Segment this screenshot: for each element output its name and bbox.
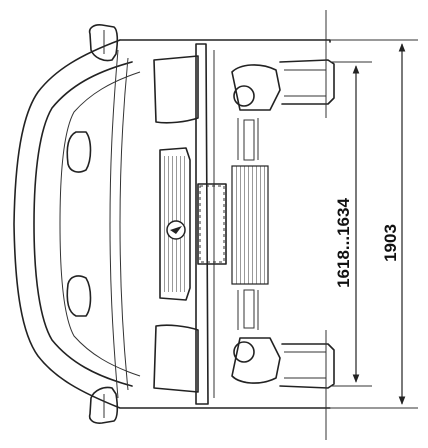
fog-lamp-top <box>233 85 255 107</box>
front-bumper <box>195 43 281 405</box>
tyre-top <box>279 59 335 105</box>
headlight-top <box>153 55 199 124</box>
headlight-bottom <box>153 324 199 393</box>
track-dimension: 1618...1634 <box>325 10 372 440</box>
vehicle-body <box>13 39 331 409</box>
mirror-top <box>88 24 119 62</box>
track-dimension-label: 1618...1634 <box>334 198 353 288</box>
front-grille <box>159 147 191 301</box>
width-dimension-label: 1903 <box>381 224 400 262</box>
mirror-bottom <box>88 386 119 424</box>
tyre-bottom <box>279 343 335 389</box>
windshield-outline <box>33 61 133 387</box>
width-dimension: 1903 <box>330 39 418 409</box>
fog-lamp-bottom <box>233 341 255 363</box>
side-windows <box>66 131 92 317</box>
